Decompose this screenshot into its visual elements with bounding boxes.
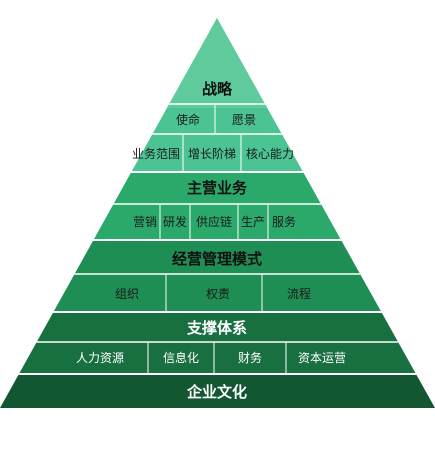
management-title: 经营管理模式 (172, 250, 262, 268)
support-item-finance: 财务 (238, 350, 262, 365)
business-item-rnd: 研发 (163, 214, 187, 229)
management-item-organization: 组织 (115, 287, 139, 301)
cell-dividers (147, 104, 287, 374)
business-item-service: 服务 (272, 214, 296, 229)
strategy-item-business-scope: 业务范围 (132, 146, 180, 161)
tier-support-band (0, 312, 435, 374)
support-item-hr: 人力资源 (76, 351, 124, 365)
strategy-item-mission: 使命 (176, 112, 200, 127)
management-item-authority: 权责 (206, 287, 230, 301)
strategy-item-vision: 愿景 (232, 113, 256, 127)
tier-culture-band (0, 374, 435, 408)
strategy-title: 战略 (202, 80, 233, 98)
strategy-item-core-capability: 核心能力 (246, 147, 294, 161)
strategy-item-growth-ladder: 增长阶梯 (188, 147, 236, 161)
culture-title: 企业文化 (186, 383, 247, 401)
business-item-supply-chain: 供应链 (196, 214, 232, 229)
business-item-production: 生产 (241, 215, 265, 229)
support-item-capital: 资本运营 (298, 351, 346, 365)
business-title: 主营业务 (187, 179, 248, 197)
management-item-process: 流程 (287, 286, 311, 301)
support-title: 支撑体系 (186, 319, 247, 337)
support-item-it: 信息化 (163, 350, 199, 365)
business-item-marketing: 营销 (133, 215, 157, 229)
